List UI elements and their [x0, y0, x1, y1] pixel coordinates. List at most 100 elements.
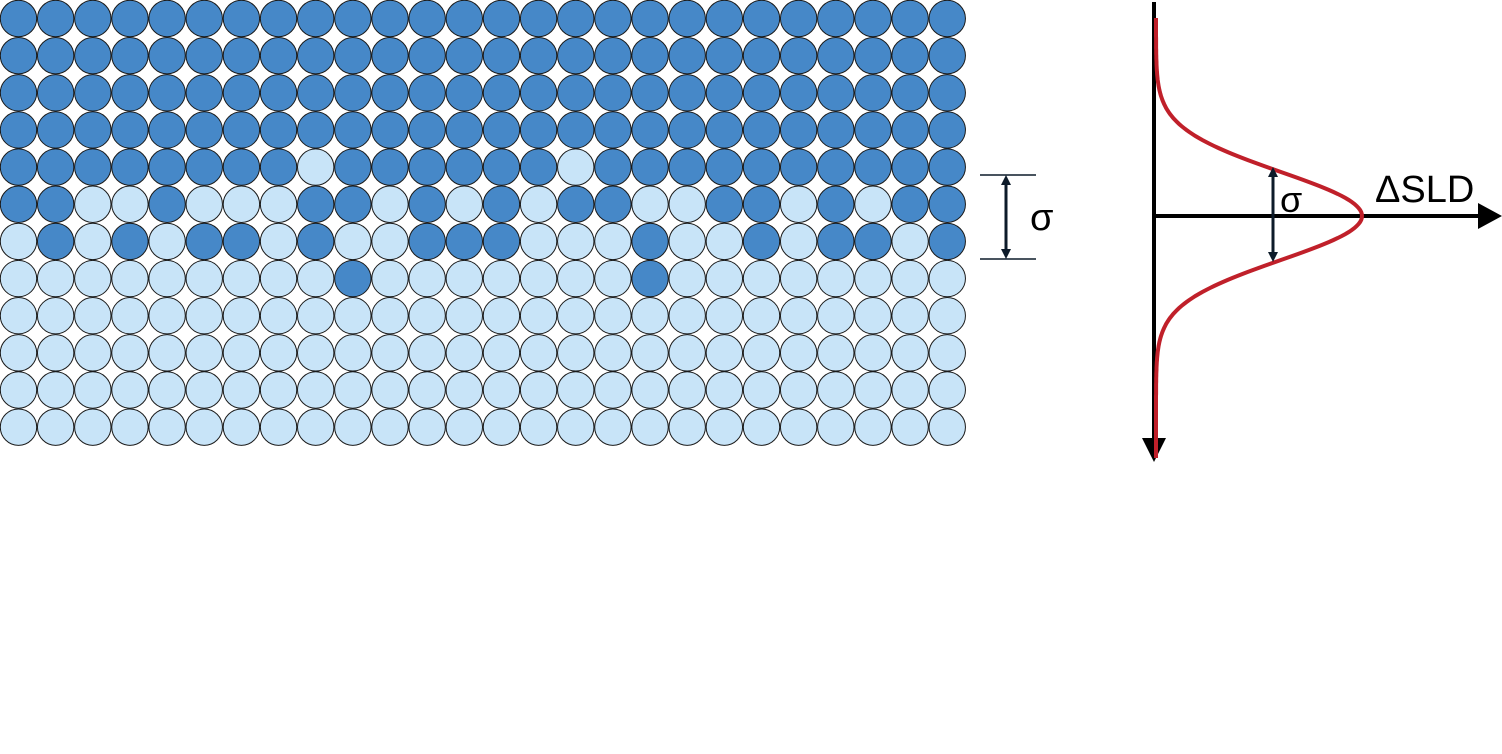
atom-dark — [148, 0, 186, 38]
atom-light — [0, 259, 38, 298]
atom-dark — [74, 74, 112, 112]
atom-light — [742, 334, 781, 372]
atom-light — [928, 334, 966, 372]
atom-dark — [148, 36, 186, 75]
atom-light — [0, 297, 38, 335]
atom-light — [594, 408, 632, 446]
sld-axis-arrowhead — [1478, 203, 1502, 229]
atom-dark — [928, 36, 966, 75]
atom-dark — [222, 222, 261, 261]
atom-light — [631, 371, 669, 409]
atom-dark — [445, 111, 483, 149]
atom-light — [557, 371, 595, 409]
atom-dark — [371, 36, 409, 75]
atom-light — [111, 297, 149, 335]
atom-light — [371, 259, 409, 298]
atom-dark — [557, 185, 595, 223]
atom-light — [519, 222, 558, 261]
atom-dark — [928, 148, 966, 186]
atom-light — [148, 334, 186, 372]
atom-light — [185, 334, 223, 372]
atom-dark — [482, 111, 521, 149]
atom-light — [519, 371, 558, 409]
atom-light — [408, 334, 446, 372]
atom-dark — [148, 148, 186, 186]
atom-light — [817, 297, 855, 335]
atom-light — [259, 185, 298, 223]
atom-light — [148, 297, 186, 335]
atom-dark — [334, 185, 372, 223]
atom-dark — [222, 148, 261, 186]
atom-dark — [631, 222, 669, 261]
roughness-indicator-left: σ — [980, 174, 1053, 260]
atom-dark — [111, 148, 149, 186]
atom-light — [259, 297, 298, 335]
atom-light — [928, 297, 966, 335]
atom-light — [668, 259, 706, 298]
sigma-label-left: σ — [1030, 197, 1053, 239]
atom-light — [36, 297, 75, 335]
sld-profile-plot: σ ΔSLD — [1142, 2, 1502, 462]
atom-light — [297, 297, 335, 335]
atom-light — [594, 259, 632, 298]
atom-light — [854, 408, 892, 446]
atom-light — [408, 297, 446, 335]
atom-light — [408, 259, 446, 298]
atom-dark — [445, 0, 483, 38]
atom-light — [779, 222, 818, 261]
atom-light — [297, 259, 335, 298]
atom-light — [668, 371, 706, 409]
atom-light — [779, 259, 818, 298]
atom-dark — [891, 0, 929, 38]
atom-light — [594, 334, 632, 372]
atom-dark — [742, 185, 781, 223]
atom-dark — [631, 0, 669, 38]
atom-light — [668, 297, 706, 335]
atom-light — [222, 408, 261, 446]
atom-dark — [185, 36, 223, 75]
atom-light — [817, 334, 855, 372]
atom-light — [36, 371, 75, 409]
atom-dark — [259, 74, 298, 112]
atom-dark — [0, 185, 38, 223]
atom-light — [111, 259, 149, 298]
atom-light — [185, 371, 223, 409]
atom-dark — [854, 36, 892, 75]
atom-dark — [371, 111, 409, 149]
atom-dark — [334, 111, 372, 149]
gaussian-curve — [1154, 18, 1365, 458]
atom-dark — [111, 74, 149, 112]
atom-dark — [445, 74, 483, 112]
atom-light — [334, 334, 372, 372]
atom-dark — [817, 185, 855, 223]
atom-light — [891, 259, 929, 298]
atom-light — [222, 259, 261, 298]
atom-light — [74, 222, 112, 261]
atom-light — [891, 334, 929, 372]
atom-light — [705, 222, 744, 261]
atom-dark — [519, 74, 558, 112]
atom-dark — [928, 74, 966, 112]
atom-light — [482, 408, 521, 446]
atom-light — [445, 408, 483, 446]
atom-dark — [482, 185, 521, 223]
atom-dark — [668, 36, 706, 75]
atom-dark — [185, 74, 223, 112]
atom-dark — [854, 111, 892, 149]
atom-light — [222, 371, 261, 409]
atom-dark — [631, 111, 669, 149]
atom-lattice — [0, 0, 966, 446]
atom-dark — [297, 111, 335, 149]
atom-light — [668, 185, 706, 223]
atom-dark — [594, 36, 632, 75]
atom-light — [557, 408, 595, 446]
atom-dark — [557, 74, 595, 112]
atom-light — [111, 371, 149, 409]
atom-dark — [779, 0, 818, 38]
atom-dark — [631, 259, 669, 298]
atom-dark — [557, 0, 595, 38]
atom-dark — [74, 36, 112, 75]
atom-light — [222, 297, 261, 335]
atom-light — [334, 222, 372, 261]
atom-light — [259, 334, 298, 372]
